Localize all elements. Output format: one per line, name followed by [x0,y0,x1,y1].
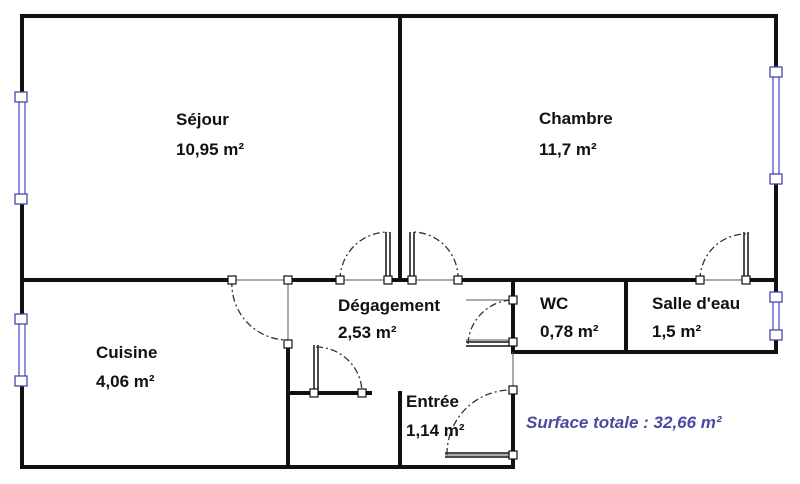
cuisine-area: 4,06 m² [96,372,155,391]
cuisine-name: Cuisine [96,343,157,362]
wc-area: 0,78 m² [540,322,599,341]
sejour-name: Séjour [176,110,229,129]
door-swings [231,231,747,456]
windows [14,66,783,387]
door-jambs [232,279,746,456]
window-cuisine [14,313,28,387]
salle-eau-name: Salle d'eau [652,294,740,313]
window-salle-eau [769,291,783,341]
walls [20,14,778,469]
entree-name: Entrée [406,392,459,411]
degagement-name: Dégagement [338,296,440,315]
degagement-area: 2,53 m² [338,323,397,342]
entree-area: 1,14 m² [406,421,465,440]
window-chambre [769,66,783,185]
chambre-name: Chambre [539,109,613,128]
sejour-area: 10,95 m² [176,140,244,159]
door-leaves [313,232,749,458]
window-sejour [14,91,28,205]
wc-name: WC [540,294,568,313]
chambre-area: 11,7 m² [539,140,597,159]
room-labels: Séjour 10,95 m² Chambre 11,7 m² Dégageme… [96,109,740,440]
door-hinges [227,275,751,460]
salle-eau-area: 1,5 m² [652,322,701,341]
total-surface: Surface totale : 32,66 m² [526,413,723,432]
